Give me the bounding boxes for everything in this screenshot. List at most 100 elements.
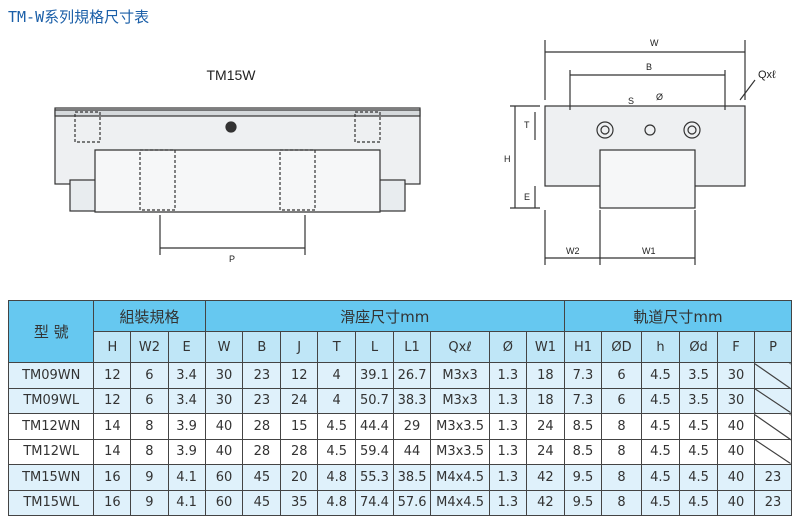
- column-header: W1: [525, 331, 565, 363]
- value-cell: 42: [525, 489, 565, 516]
- value-cell: 8: [130, 438, 169, 465]
- value-cell: 9: [130, 464, 169, 491]
- value-cell: 3.4: [167, 387, 206, 414]
- column-header: ØD: [601, 331, 642, 363]
- value-cell: 42: [525, 464, 565, 491]
- value-cell: 23: [242, 362, 282, 389]
- value-cell: 1.3: [488, 387, 527, 414]
- value-cell: 30: [717, 362, 755, 389]
- value-cell: 9.5: [563, 489, 603, 516]
- value-cell: 57.6: [392, 489, 432, 516]
- value-cell: 45: [242, 464, 282, 491]
- side-view: [54, 107, 421, 255]
- value-cell: 4.5: [679, 438, 719, 465]
- value-cell: 24: [525, 438, 565, 465]
- value-cell: 4.1: [167, 464, 206, 491]
- value-cell: 4.5: [640, 438, 681, 465]
- value-cell: M3x3.5: [430, 413, 490, 440]
- value-cell: 3.9: [167, 413, 206, 440]
- dim-t: T: [524, 120, 530, 130]
- value-cell: 1.3: [488, 464, 527, 491]
- value-cell: 44: [392, 438, 432, 465]
- value-cell: 3.5: [679, 387, 719, 414]
- value-cell: 8: [601, 438, 642, 465]
- value-cell: 16: [93, 464, 132, 491]
- value-cell: 8: [130, 413, 169, 440]
- value-cell: [753, 387, 793, 414]
- dim-w1: W1: [642, 246, 656, 256]
- end-view: [510, 40, 756, 265]
- group-header-rail: 軌道尺寸mm: [563, 300, 793, 332]
- value-cell: 6: [601, 362, 642, 389]
- value-cell: 8: [601, 464, 642, 491]
- column-header: H1: [563, 331, 603, 363]
- model-cell: TM09WN: [7, 362, 95, 389]
- model-cell: TM12WN: [7, 413, 95, 440]
- value-cell: 12: [93, 362, 132, 389]
- value-cell: 15: [280, 413, 319, 440]
- dim-e: E: [524, 192, 530, 202]
- dim-qxl: Qxℓ: [758, 69, 776, 81]
- value-cell: 28: [242, 413, 282, 440]
- column-header: W: [204, 331, 244, 363]
- value-cell: 3.5: [679, 362, 719, 389]
- value-cell: [753, 438, 793, 465]
- value-cell: 28: [280, 438, 319, 465]
- value-cell: 14: [93, 413, 132, 440]
- value-cell: 23: [753, 464, 793, 491]
- column-header: W2: [130, 331, 169, 363]
- value-cell: 8.5: [563, 413, 603, 440]
- value-cell: 8: [601, 489, 642, 516]
- value-cell: 24: [525, 413, 565, 440]
- value-cell: 3.4: [167, 362, 206, 389]
- model-cell: TM15WN: [7, 464, 95, 491]
- column-header: L1: [392, 331, 432, 363]
- value-cell: 4.5: [640, 464, 681, 491]
- value-cell: 38.3: [392, 387, 432, 414]
- group-header-block: 滑座尺寸mm: [204, 300, 565, 332]
- value-cell: 40: [717, 438, 755, 465]
- value-cell: 60: [204, 489, 244, 516]
- model-header: 型 號: [7, 300, 95, 363]
- column-header: H: [93, 331, 132, 363]
- dim-p: P: [229, 254, 235, 264]
- value-cell: 35: [280, 489, 319, 516]
- column-header: P: [753, 331, 793, 363]
- value-cell: 12: [280, 362, 319, 389]
- value-cell: 44.4: [355, 413, 394, 440]
- column-header: Ød: [679, 331, 719, 363]
- side-view-label: TM15W: [207, 67, 257, 83]
- value-cell: M4x4.5: [430, 489, 490, 516]
- value-cell: 16: [93, 489, 132, 516]
- value-cell: 40: [204, 438, 244, 465]
- value-cell: 12: [93, 387, 132, 414]
- value-cell: 4.8: [317, 489, 357, 516]
- value-cell: 40: [717, 464, 755, 491]
- value-cell: 4: [317, 387, 357, 414]
- value-cell: 4.5: [640, 362, 681, 389]
- value-cell: 20: [280, 464, 319, 491]
- dim-w2: W2: [566, 246, 580, 256]
- value-cell: 18: [525, 362, 565, 389]
- technical-drawing: TM15W P W B Qxℓ S Ø T H E W2 W1: [54, 38, 776, 265]
- value-cell: 18: [525, 387, 565, 414]
- value-cell: 45: [242, 489, 282, 516]
- value-cell: 26.7: [392, 362, 432, 389]
- value-cell: 8: [601, 413, 642, 440]
- dim-h: H: [504, 154, 511, 164]
- value-cell: 55.3: [355, 464, 394, 491]
- value-cell: 4.5: [640, 489, 681, 516]
- value-cell: 6: [601, 387, 642, 414]
- value-cell: 38.5: [392, 464, 432, 491]
- column-header: J: [280, 331, 319, 363]
- value-cell: 14: [93, 438, 132, 465]
- value-cell: 6: [130, 387, 169, 414]
- value-cell: 6: [130, 362, 169, 389]
- value-cell: 23: [753, 489, 793, 516]
- value-cell: 4: [317, 362, 357, 389]
- value-cell: 4.5: [317, 413, 357, 440]
- value-cell: 4.5: [640, 413, 681, 440]
